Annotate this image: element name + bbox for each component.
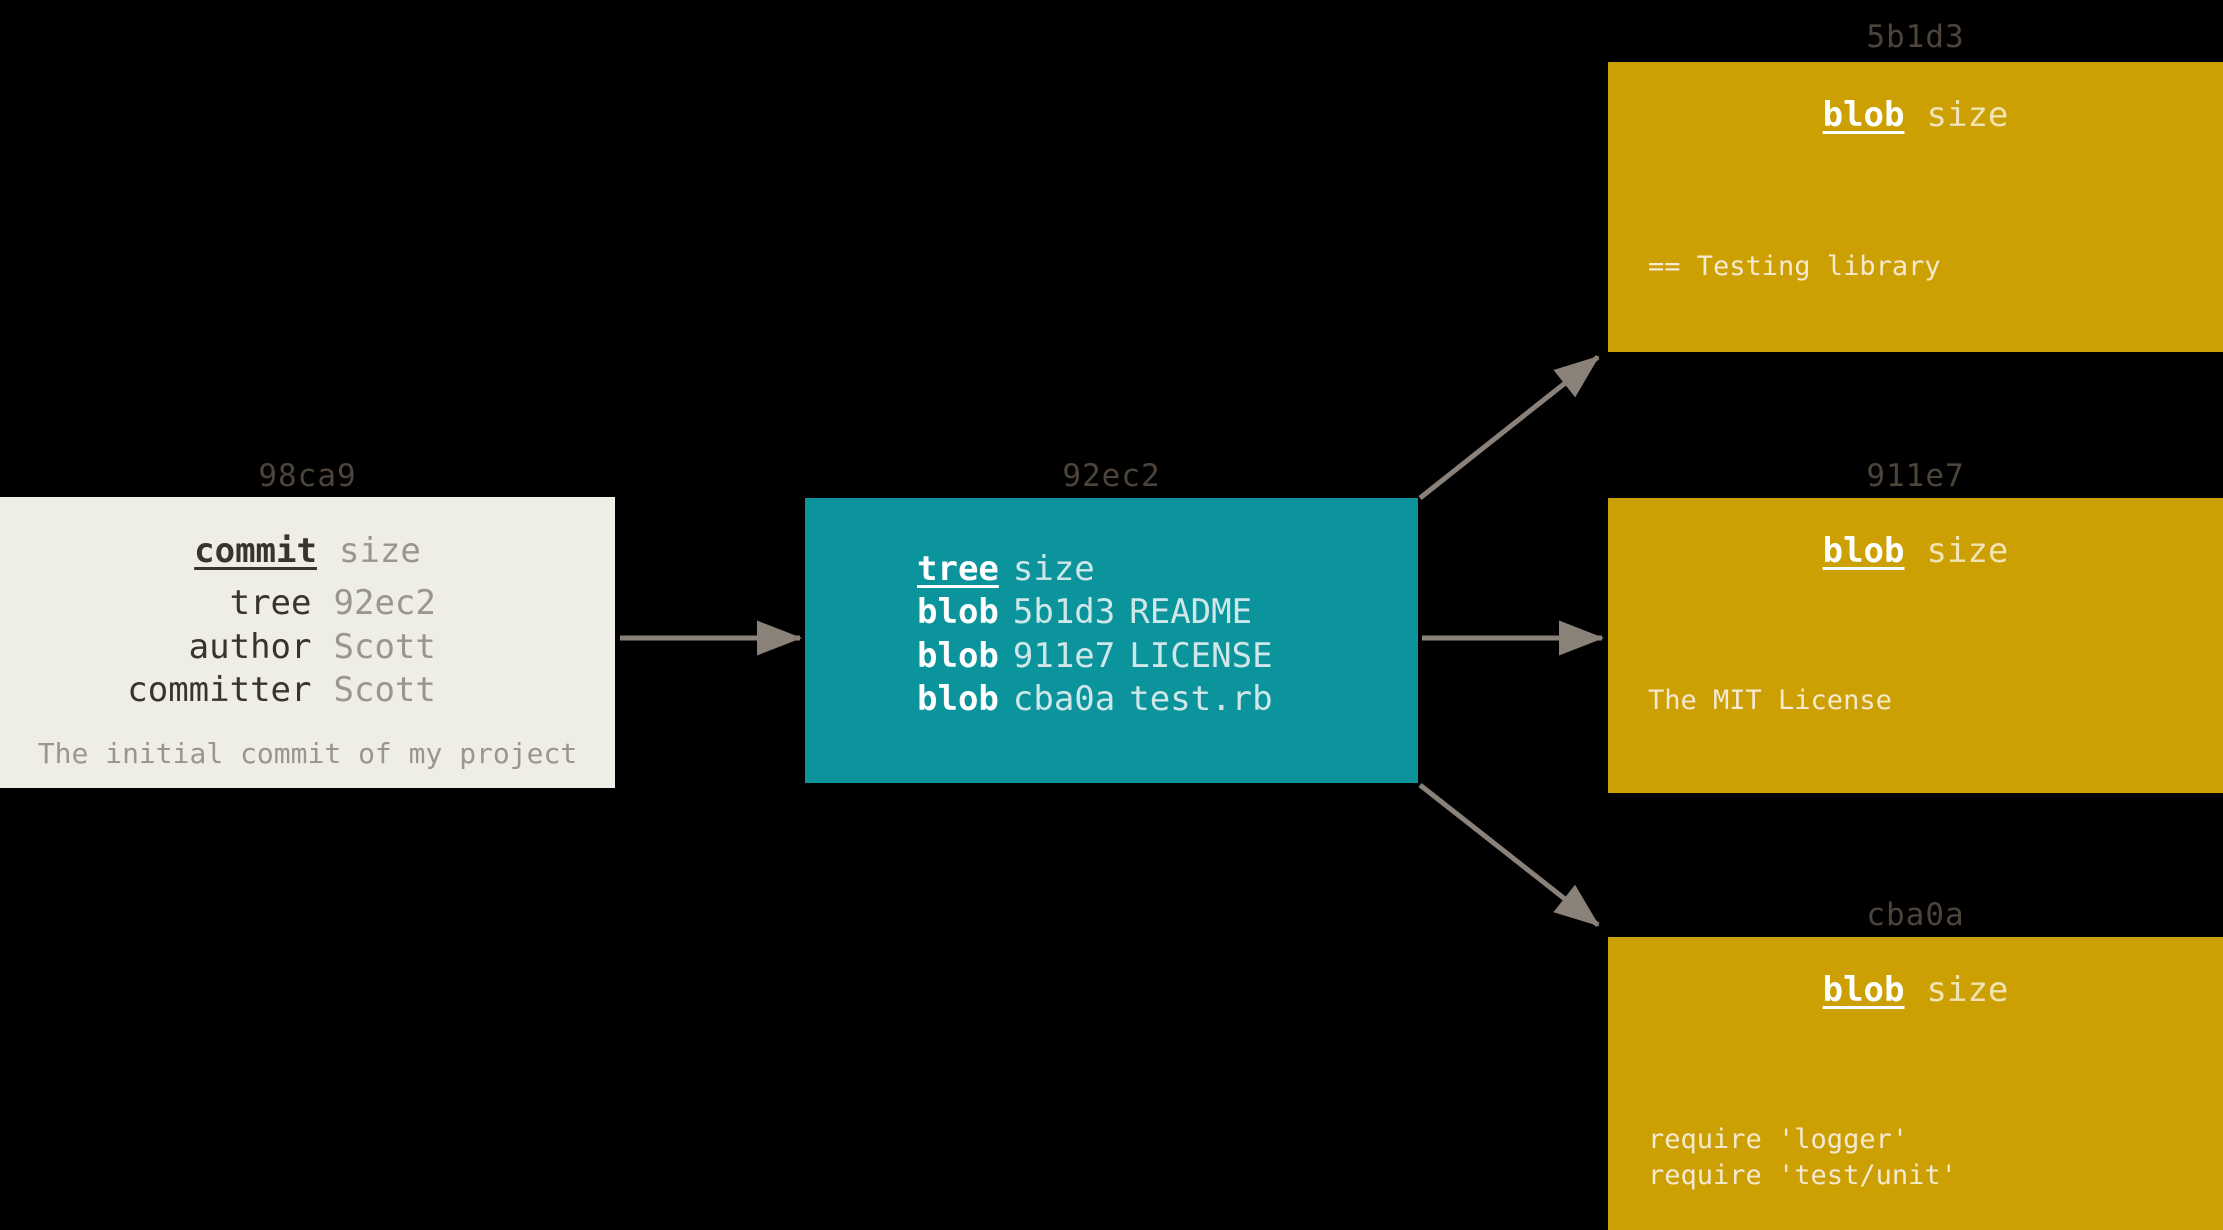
commit-type-label: commit [194, 531, 317, 571]
arrow-tree-to-blob-5b1d3 [1418, 355, 1600, 500]
blob-paragraph: == Testing library [1648, 250, 1941, 282]
commit-fields: tree 92ec2 author Scott committer Scott [0, 582, 615, 713]
hash-label-tree: 92ec2 [1062, 458, 1161, 494]
tree-entry-hash[interactable]: cba0a [1012, 679, 1116, 720]
blob-size-label: size [1926, 970, 2009, 1010]
blob-paragraph: require 'logger' require 'test/unit' [1648, 1123, 1957, 1192]
tree-header: tree size [805, 552, 1418, 586]
blob-object-box-cba0a[interactable]: blob size require 'logger' require 'test/… [1608, 937, 2223, 1230]
commit-field-value: Scott [333, 670, 436, 711]
blob-header-5b1d3: blob size [1608, 98, 2223, 132]
tree-entry-name: LICENSE [1129, 635, 1273, 676]
commit-field-value: 92ec2 [333, 583, 436, 623]
tree-entry-row: blob 911e7 LICENSE [917, 635, 1418, 679]
blob-object-box-911e7[interactable]: blob size The MIT License Copyright (c) 2… [1608, 498, 2223, 793]
blob-content-cba0a: require 'logger' require 'test/unit' cla… [1608, 1049, 2223, 1230]
blob-object-box-5b1d3[interactable]: blob size == Testing library This library… [1608, 62, 2223, 352]
tree-entry-row: blob 5b1d3 README [917, 591, 1418, 635]
blob-type-label: blob [1822, 531, 1905, 571]
tree-entry-name: README [1129, 592, 1253, 632]
blob-header-911e7: blob size [1608, 534, 2223, 568]
hash-label-blob-5b1d3: 5b1d3 [1866, 19, 1965, 55]
tree-size-label: size [1012, 549, 1095, 589]
commit-message: The initial commit of my project [37, 736, 578, 770]
blob-paragraph: The MIT License [1648, 684, 1892, 716]
hash-label-blob-911e7: 911e7 [1866, 458, 1965, 494]
tree-entry-row: blob cba0a test.rb [917, 678, 1418, 722]
commit-field-key: author [188, 626, 312, 667]
tree-object-box[interactable]: tree size blob 5b1d3 README blob 911e7 LICENS… [805, 498, 1418, 783]
hash-label-blob-cba0a: cba0a [1866, 897, 1965, 933]
blob-type-label: blob [1822, 95, 1905, 135]
blob-size-label: size [1926, 531, 2009, 571]
blob-content-911e7: The MIT License Copyright (c) 2008 Scott… [1608, 610, 2223, 793]
commit-size-label: size [338, 531, 421, 571]
blob-size-label: size [1926, 95, 2009, 135]
commit-field-key: committer [127, 670, 312, 711]
tree-entry-name: test.rb [1129, 679, 1273, 720]
blob-type-label: blob [1822, 970, 1905, 1010]
tree-entry-kind: blob [917, 592, 999, 632]
commit-field-row: author Scott [0, 626, 615, 670]
tree-entry-kind: blob [917, 635, 999, 676]
commit-object-box[interactable]: commit size tree 92ec2 author Scott commi… [0, 497, 615, 788]
commit-field-row: tree 92ec2 [0, 582, 615, 626]
tree-type-label: tree [917, 549, 999, 589]
tree-entry-kind: blob [917, 679, 999, 720]
blob-content-5b1d3: == Testing library This library is used … [1608, 176, 2223, 352]
commit-field-value: Scott [333, 626, 436, 667]
commit-header: commit size [0, 534, 615, 568]
arrow-tree-to-blob-cba0a [1418, 783, 1600, 927]
commit-field-key: tree [229, 583, 312, 623]
blob-header-cba0a: blob size [1608, 973, 2223, 1007]
tree-entry-hash[interactable]: 911e7 [1012, 635, 1116, 676]
tree-entry-hash[interactable]: 5b1d3 [1012, 592, 1116, 632]
hash-label-commit: 98ca9 [258, 458, 357, 494]
commit-field-row: committer Scott [0, 669, 615, 713]
